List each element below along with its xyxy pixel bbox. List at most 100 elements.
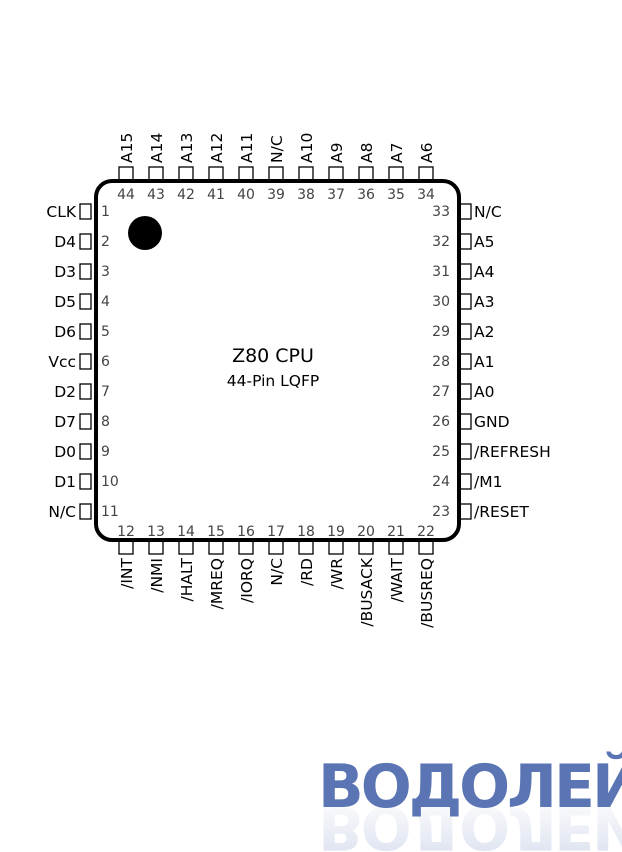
pin-lead [79, 293, 92, 310]
pin-lead [79, 353, 92, 370]
pin-number: 7 [101, 384, 110, 400]
pin-20-busack: /BUSACK [358, 540, 376, 627]
chip-title: Z80 CPU [232, 345, 314, 367]
pin-1-clk: CLK [46, 203, 92, 221]
pin-6-vcc: Vcc [48, 353, 92, 371]
pin-number: 33 [432, 204, 450, 220]
pin-number: 11 [101, 504, 119, 520]
pin-number: 32 [432, 234, 450, 250]
pin-lead [459, 263, 472, 280]
pin-36-a8: A8 [358, 143, 376, 181]
pin-lead [178, 540, 194, 555]
package-label: 44-Pin LQFP [227, 372, 319, 390]
pin-28-a1: A1 [459, 353, 494, 371]
pin-21-wait: /WAIT [388, 540, 406, 602]
pin-4-d5: D5 [54, 293, 92, 311]
pin-10-d1: D1 [54, 473, 92, 491]
pin-number: 42 [177, 187, 195, 203]
pin-number: 31 [432, 264, 450, 280]
pin-number: 30 [432, 294, 450, 310]
pin-label: N/C [268, 558, 286, 586]
pin-39-nc: N/C [268, 135, 286, 181]
pin-number: 4 [101, 294, 110, 310]
pin-label: D3 [54, 263, 76, 281]
pin-lead [459, 413, 472, 430]
pin-lead [238, 540, 254, 555]
pin-31-a4: A4 [459, 263, 494, 281]
pin-label: D0 [54, 443, 76, 461]
pin-label: A12 [208, 133, 226, 163]
pin-number: 29 [432, 324, 450, 340]
pin-3-d3: D3 [54, 263, 92, 281]
pin-number: 35 [387, 187, 405, 203]
pins-layer: CLKD4D3D5D6VccD2D7D0D1N/C/RESET/M1/REFRE… [46, 133, 550, 628]
pin-32-a5: A5 [459, 233, 494, 251]
pin-lead [268, 166, 284, 181]
pin-26-gnd: GND [459, 413, 510, 431]
pin-label: Vcc [48, 353, 76, 371]
pin-8-d7: D7 [54, 413, 92, 431]
pin-number: 36 [357, 187, 375, 203]
pin-label: /WR [328, 558, 346, 590]
pin-label: /BUSACK [358, 557, 376, 626]
chip-body [94, 179, 461, 542]
pin-lead [459, 503, 472, 520]
pin-lead [459, 473, 472, 490]
pin-number: 3 [101, 264, 110, 280]
pin-label: /RD [298, 558, 316, 586]
pin-number: 34 [417, 187, 435, 203]
pin-number: 18 [297, 524, 315, 540]
pin-lead [298, 166, 314, 181]
pin-label: A4 [474, 263, 494, 281]
pin-lead [298, 540, 314, 555]
pin-lead [459, 323, 472, 340]
pin-label: D1 [54, 473, 76, 491]
pin-22-busreq: /BUSREQ [418, 540, 436, 628]
pin-number: 8 [101, 414, 110, 430]
pin-lead [268, 540, 284, 555]
pin-number: 39 [267, 187, 285, 203]
pin-42-a13: A13 [178, 133, 196, 181]
pin-44-a15: A15 [118, 133, 136, 181]
pin-40-a11: A11 [238, 133, 256, 181]
pin-label: D5 [54, 293, 76, 311]
pin-label: /BUSREQ [418, 558, 436, 628]
pin-label: D7 [54, 413, 76, 431]
pin-15-mreq: /MREQ [208, 540, 226, 609]
pin-number: 20 [357, 524, 375, 540]
pin-5-d6: D6 [54, 323, 92, 341]
pin-2-d4: D4 [54, 233, 92, 251]
pin-number: 24 [432, 474, 450, 490]
pin-lead [79, 203, 92, 220]
pin-label: A14 [148, 133, 166, 163]
pin-label: N/C [268, 135, 286, 163]
pin-38-a10: A10 [298, 133, 316, 181]
logo-text: ВОДОЛЕЙ [318, 750, 622, 822]
pin-number: 2 [101, 234, 110, 250]
pin-lead [208, 540, 224, 555]
pin-number: 16 [237, 524, 255, 540]
pin-19-wr: /WR [328, 540, 346, 590]
pin-lead [459, 383, 472, 400]
pin-number: 5 [101, 324, 110, 340]
pin-number: 15 [207, 524, 225, 540]
pin-number: 12 [117, 524, 135, 540]
pin-label: A8 [358, 143, 376, 163]
pin-number: 13 [147, 524, 165, 540]
pin-number: 41 [207, 187, 225, 203]
pin-lead [328, 166, 344, 181]
pin-label: A7 [388, 143, 406, 163]
pin-lead [459, 203, 472, 220]
pin-lead [79, 503, 92, 520]
pin-7-d2: D2 [54, 383, 92, 401]
pin-label: /WAIT [388, 557, 406, 602]
pin-number: 25 [432, 444, 450, 460]
pin-13-nmi: /NMI [148, 540, 166, 593]
pin-17-nc: N/C [268, 540, 286, 586]
pin-lead [388, 166, 404, 181]
pin-lead [238, 166, 254, 181]
pin-number: 6 [101, 354, 110, 370]
pin-lead [459, 353, 472, 370]
pin-number: 38 [297, 187, 315, 203]
